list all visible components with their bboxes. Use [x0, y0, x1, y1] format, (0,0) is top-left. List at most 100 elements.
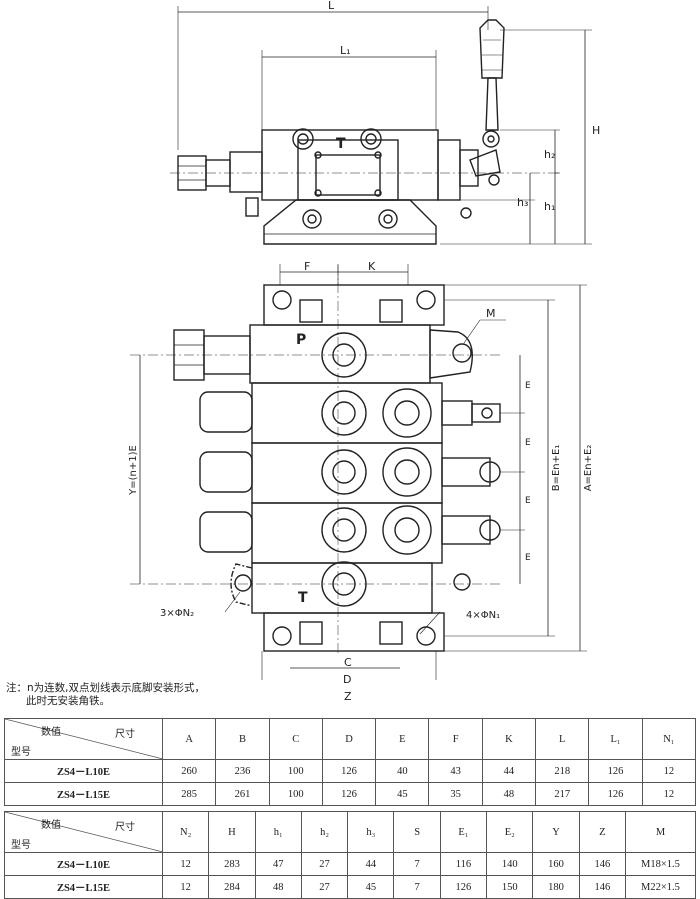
drawing-note: 注：n为连数,双点划线表示底脚安装形式， 此时无安装角铁。 — [6, 682, 205, 708]
value-cell: M18×1.5 — [625, 852, 696, 876]
column-header: S — [393, 811, 441, 853]
column-header: K — [481, 718, 537, 760]
value-cell: 48 — [481, 782, 537, 806]
value-cell: 283 — [208, 852, 256, 876]
dim-label-C: C — [344, 656, 352, 669]
dim-label-A: A=En+E₂ — [583, 445, 594, 492]
value-cell: 146 — [578, 852, 627, 876]
value-cell: 45 — [347, 875, 395, 899]
value-cell: 217 — [535, 782, 590, 806]
value-cell: 126 — [588, 782, 643, 806]
column-header: L — [535, 718, 590, 760]
dim-label-E-4: E — [525, 553, 531, 563]
column-header: L₁ — [588, 718, 643, 760]
header-model-label: 型号 — [11, 747, 31, 758]
value-cell: 100 — [268, 782, 323, 806]
value-cell: 7 — [393, 852, 441, 876]
dim-label-h1: h₁ — [544, 200, 555, 213]
value-cell: 12 — [161, 852, 210, 876]
dim-label-h3: h₃ — [517, 196, 528, 209]
model-cell: ZS4－L10E — [4, 759, 163, 783]
value-cell: 27 — [300, 875, 349, 899]
value-cell: 12 — [161, 875, 210, 899]
dim-label-L: L — [328, 0, 335, 12]
value-cell: 43 — [428, 759, 483, 783]
value-cell: 285 — [161, 782, 217, 806]
column-header: M — [625, 811, 696, 853]
column-header: A — [161, 718, 217, 760]
value-cell: 160 — [532, 852, 580, 876]
dim-label-E-1: E — [525, 381, 531, 391]
value-cell: 35 — [428, 782, 483, 806]
dim-label-E-3: E — [525, 496, 531, 506]
value-cell: 284 — [208, 875, 256, 899]
dim-label-L1: L₁ — [340, 44, 351, 57]
value-cell: 116 — [439, 852, 488, 876]
column-header: E₂ — [486, 811, 534, 853]
header-values-label: 数值 — [41, 727, 61, 738]
value-cell: 140 — [486, 852, 534, 876]
label-N1: 4×ΦN₁ — [466, 610, 500, 621]
column-header: N₁ — [641, 718, 697, 760]
plan-view — [130, 264, 587, 680]
value-cell: 126 — [588, 759, 643, 783]
column-header: B — [215, 718, 270, 760]
header-corner-cell: 数值 尺寸 型号 — [4, 718, 163, 760]
value-cell: 12 — [641, 782, 697, 806]
port-label-P: P — [296, 332, 306, 348]
column-header: N₂ — [161, 811, 210, 853]
section-2 — [199, 442, 501, 504]
note-line-1: 注：n为连数,双点划线表示底脚安装形式， — [6, 682, 205, 694]
column-header: Z — [578, 811, 627, 853]
column-header: E₁ — [439, 811, 488, 853]
port-label-T-plan: T — [298, 590, 308, 606]
value-cell: 261 — [215, 782, 270, 806]
value-cell: 126 — [321, 782, 377, 806]
model-cell: ZS4－L15E — [4, 782, 163, 806]
value-cell: 12 — [641, 759, 697, 783]
value-cell: 45 — [375, 782, 430, 806]
value-cell: 150 — [486, 875, 534, 899]
dim-label-h2: h₂ — [544, 148, 555, 161]
column-header: H — [208, 811, 256, 853]
value-cell: 40 — [375, 759, 430, 783]
dim-label-Z: Z — [344, 690, 352, 703]
dim-label-K: K — [368, 260, 376, 273]
value-cell: 180 — [532, 875, 580, 899]
dim-label-D: D — [343, 673, 352, 686]
diagonal-divider — [5, 719, 163, 759]
dim-label-B: B=En+E₁ — [551, 445, 562, 492]
dim-label-H: H — [592, 124, 600, 137]
header-values-label: 数值 — [41, 820, 61, 831]
label-N2: 3×ΦN₂ — [160, 608, 194, 619]
note-line-2: 此时无安装角铁。 — [6, 695, 111, 707]
dim-label-M: M — [486, 307, 496, 320]
header-size-label: 尺寸 — [115, 822, 135, 833]
diagonal-divider — [5, 812, 163, 852]
column-header: D — [321, 718, 377, 760]
side-view — [170, 6, 592, 245]
value-cell: 126 — [439, 875, 488, 899]
header-corner-cell: 数值 尺寸 型号 — [4, 811, 163, 853]
section-3 — [199, 502, 501, 564]
value-cell: M22×1.5 — [625, 875, 696, 899]
port-label-T-side: T — [336, 136, 346, 152]
value-cell: 47 — [254, 852, 302, 876]
dim-label-F: F — [304, 260, 310, 273]
column-header: C — [268, 718, 323, 760]
value-cell: 7 — [393, 875, 441, 899]
section-1 — [199, 382, 501, 444]
value-cell: 146 — [578, 875, 627, 899]
dim-label-Y: Y=(n+1)E — [128, 445, 139, 496]
column-header: E — [375, 718, 430, 760]
value-cell: 236 — [215, 759, 270, 783]
column-header: h₁ — [254, 811, 302, 853]
